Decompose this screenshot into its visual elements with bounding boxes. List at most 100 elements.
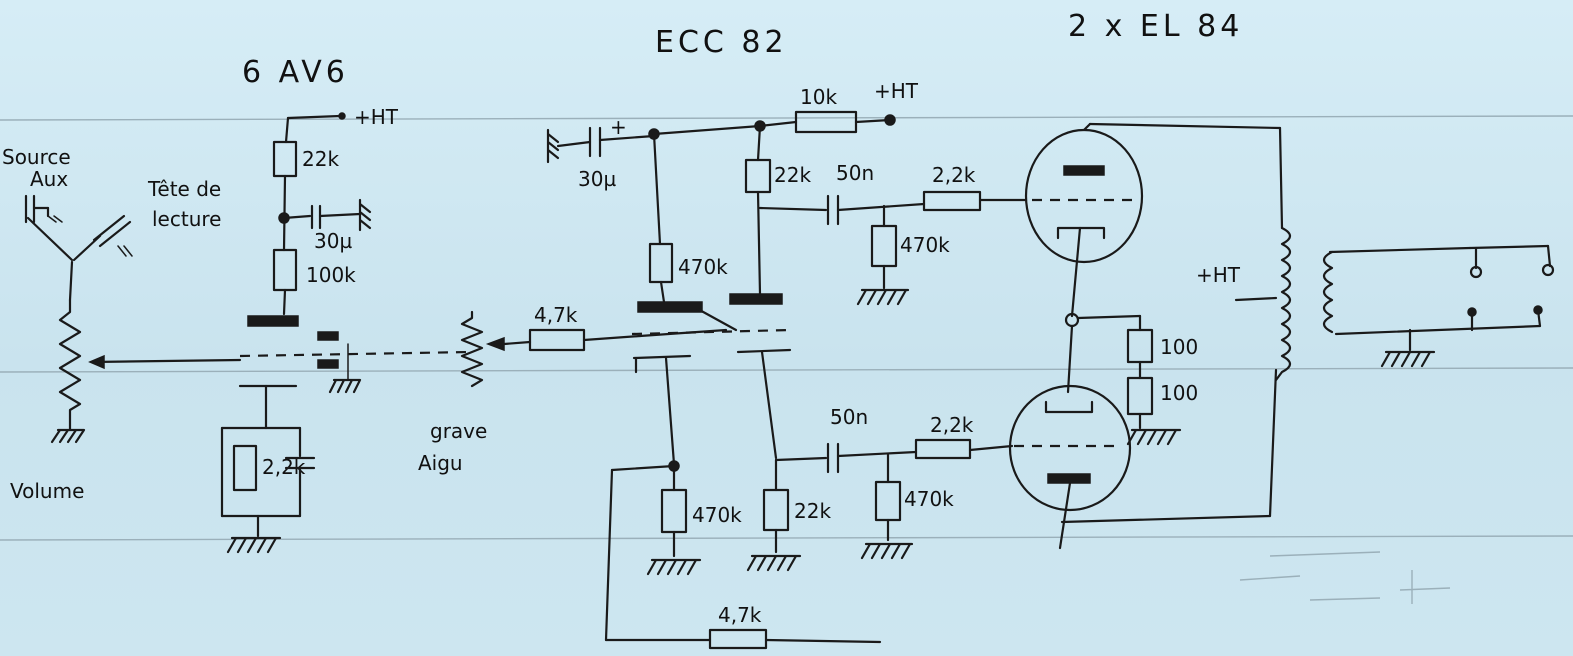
wire bbox=[282, 214, 312, 220]
tube-el84-upper bbox=[1024, 128, 1144, 264]
wire bbox=[836, 202, 926, 212]
label-grave: grave bbox=[430, 419, 487, 443]
wiper-arrow bbox=[485, 336, 505, 352]
resistor-4-7k-feedback bbox=[708, 628, 768, 650]
resistor-100k bbox=[272, 248, 298, 292]
wire-feedback bbox=[764, 638, 882, 644]
wire-feedback bbox=[604, 468, 614, 642]
wire bbox=[1268, 368, 1278, 518]
node bbox=[338, 112, 346, 120]
label-r-4-7k-feedback: 4,7k bbox=[718, 603, 762, 627]
label-tete: Tête de bbox=[147, 177, 221, 201]
resistor-2-2k-cathode bbox=[232, 444, 258, 492]
transformer-primary bbox=[1274, 226, 1292, 382]
tube-label-6av6: 6 AV6 bbox=[242, 55, 349, 90]
ground-symbol bbox=[1380, 350, 1436, 368]
ground-symbol bbox=[546, 128, 560, 164]
resistor-22k-a bbox=[272, 140, 298, 178]
diode-plate bbox=[317, 359, 339, 369]
label-r-10k: 10k bbox=[800, 85, 837, 109]
label-r-100-a: 100 bbox=[1160, 335, 1198, 359]
wire bbox=[760, 350, 778, 460]
tone-potentiometer bbox=[460, 310, 484, 388]
label-c-50n-a: 50n bbox=[836, 161, 874, 185]
label-r-100k: 100k bbox=[306, 263, 356, 287]
wire bbox=[652, 124, 762, 136]
tube-label-el84: 2 x EL 84 bbox=[1068, 9, 1243, 44]
label-c-30u-b: 30µ bbox=[578, 167, 616, 191]
label-r-2-2k-a: 2,2k bbox=[932, 163, 976, 187]
ground-symbol bbox=[328, 378, 362, 394]
resistor-22k-b bbox=[744, 158, 772, 194]
resistor-470k-b bbox=[870, 224, 898, 268]
wire-feedback bbox=[610, 464, 676, 472]
tube-grid-6av6 bbox=[239, 350, 471, 358]
ground-symbol bbox=[856, 288, 910, 306]
wire bbox=[1334, 324, 1542, 336]
grid-link bbox=[694, 306, 738, 332]
ground-symbol bbox=[1126, 428, 1182, 446]
label-ht-2: +HT bbox=[874, 79, 919, 103]
wire bbox=[1536, 308, 1542, 328]
resistor-470k-a bbox=[648, 242, 674, 284]
node bbox=[884, 114, 896, 126]
selector-line-aux bbox=[26, 216, 74, 262]
wire bbox=[556, 140, 592, 148]
wire-ht bbox=[286, 114, 342, 120]
resistor-470k-d bbox=[874, 480, 902, 522]
wire bbox=[1060, 514, 1272, 524]
label-ht-3: +HT bbox=[1196, 263, 1241, 287]
wire bbox=[282, 288, 287, 316]
wire bbox=[68, 260, 74, 302]
label-r-2-2k-b: 2,2k bbox=[930, 413, 974, 437]
wire bbox=[1468, 244, 1550, 250]
label-r-22k-b: 22k bbox=[774, 163, 811, 187]
wire bbox=[664, 356, 676, 466]
wire bbox=[1076, 314, 1142, 320]
wire bbox=[1058, 481, 1072, 550]
speaker-jack bbox=[1541, 263, 1555, 277]
label-c-30u-a: 30µ bbox=[314, 229, 352, 253]
wire bbox=[836, 450, 918, 458]
ground-symbol bbox=[226, 536, 282, 554]
wiper-arrow bbox=[88, 354, 105, 370]
tube-cathode-ecc82-b bbox=[736, 348, 792, 354]
tube-cathode-ecc82-a bbox=[632, 354, 692, 360]
resistor-100-a bbox=[1126, 328, 1154, 364]
transformer-secondary bbox=[1322, 250, 1334, 334]
resistor-4-7k-tone bbox=[528, 328, 586, 352]
label-volume: Volume bbox=[10, 479, 84, 503]
wire bbox=[1546, 244, 1552, 268]
ground-symbol bbox=[746, 554, 802, 572]
wire bbox=[1278, 126, 1284, 230]
wire bbox=[1082, 122, 1092, 132]
tube-label-ecc82: ECC 82 bbox=[655, 25, 788, 60]
label-lecture: lecture bbox=[152, 207, 221, 231]
tube-plate-6av6 bbox=[247, 315, 299, 327]
bleed-through-marks bbox=[1239, 551, 1451, 604]
label-r-470k-a: 470k bbox=[678, 255, 728, 279]
wire-ht bbox=[1234, 296, 1278, 302]
wire bbox=[284, 116, 290, 144]
label-r-100-b: 100 bbox=[1160, 381, 1198, 405]
wire bbox=[1328, 246, 1472, 254]
label-ht-1: +HT bbox=[354, 105, 399, 129]
plus-sign: + bbox=[610, 115, 627, 139]
paper-ruling bbox=[0, 535, 1573, 541]
paper-ruling bbox=[0, 367, 1573, 373]
tube-el84-lower bbox=[1008, 384, 1132, 512]
paper-ruling bbox=[0, 115, 1573, 121]
wire bbox=[1070, 226, 1082, 318]
wire bbox=[659, 280, 666, 304]
label-c-50n-b: 50n bbox=[830, 405, 868, 429]
label-r-470k-c: 470k bbox=[692, 503, 742, 527]
grid-link bbox=[638, 328, 728, 338]
wire bbox=[1088, 122, 1282, 130]
wire bbox=[502, 340, 532, 346]
tube-plate-ecc82-a bbox=[637, 301, 703, 313]
resistor-2-2k-b bbox=[914, 438, 972, 460]
wire bbox=[582, 334, 642, 342]
ground-symbol bbox=[358, 198, 372, 232]
label-aux: Aux bbox=[30, 167, 68, 191]
